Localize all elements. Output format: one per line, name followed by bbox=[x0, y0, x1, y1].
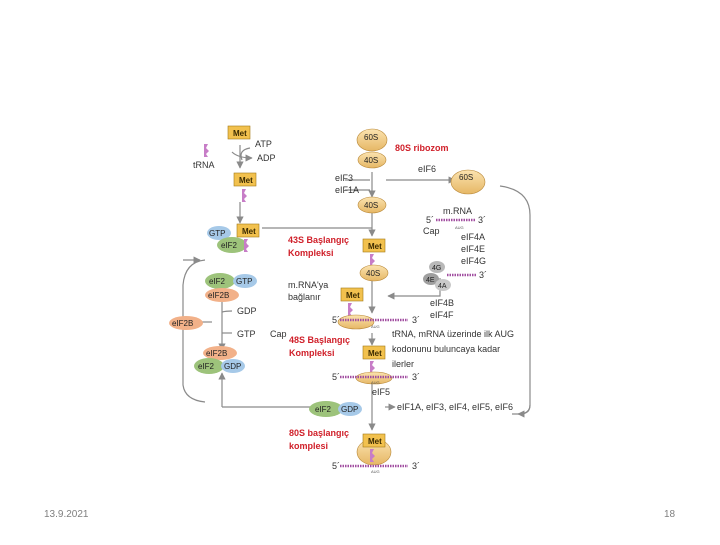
eif1a-label: eIF1A bbox=[335, 185, 359, 195]
eif2-gdp-eif2b-complex: eIF2B eIF2 GDP bbox=[194, 346, 245, 374]
svg-text:eIF2: eIF2 bbox=[315, 405, 332, 414]
trna-label: tRNA bbox=[193, 160, 215, 170]
c43s-label-2: Kompleksi bbox=[288, 248, 334, 258]
svg-text:eIF2: eIF2 bbox=[221, 241, 238, 250]
svg-text:Met: Met bbox=[346, 291, 360, 300]
svg-text:40S: 40S bbox=[366, 269, 380, 278]
svg-text:3´: 3´ bbox=[412, 372, 420, 382]
svg-text:5´: 5´ bbox=[332, 315, 340, 325]
svg-text:AUG: AUG bbox=[371, 324, 380, 329]
c43s-label-1: 43S Başlangıç bbox=[288, 235, 349, 245]
eif5-label: eIF5 bbox=[372, 387, 390, 397]
scan-text-3: ilerler bbox=[392, 359, 414, 369]
svg-text:eIF2B: eIF2B bbox=[172, 319, 193, 328]
c80s-label-2: komplesi bbox=[289, 441, 328, 451]
svg-text:4E: 4E bbox=[426, 277, 435, 284]
svg-text:5´: 5´ bbox=[332, 372, 340, 382]
svg-text:AUG: AUG bbox=[371, 380, 380, 385]
svg-text:3´: 3´ bbox=[479, 270, 487, 280]
svg-text:40S: 40S bbox=[364, 201, 378, 210]
svg-text:60S: 60S bbox=[459, 173, 473, 182]
eif6-label: eIF6 bbox=[418, 164, 436, 174]
complex-43s: Met 40S bbox=[359, 238, 389, 282]
eif4e-label: eIF4E bbox=[461, 244, 485, 254]
gdp-label-mid: GDP bbox=[237, 306, 257, 316]
svg-text:Met: Met bbox=[368, 437, 382, 446]
footer-date: 13.9.2021 bbox=[44, 509, 89, 520]
eif4-complex: 4G 4E 4A 3´ bbox=[423, 261, 487, 291]
svg-text:Met: Met bbox=[239, 176, 253, 185]
mrna-strand-top: 5´ 3´ AUG bbox=[426, 215, 486, 230]
svg-text:eIF2: eIF2 bbox=[198, 362, 215, 371]
svg-text:GDP: GDP bbox=[224, 362, 241, 371]
svg-text:3´: 3´ bbox=[412, 315, 420, 325]
mrna-bind-label-2: bağlanır bbox=[288, 292, 321, 302]
eif4a-label: eIF4A bbox=[461, 232, 485, 242]
mrna-bind-label-1: m.RNA'ya bbox=[288, 280, 328, 290]
c48s-label-1: 48S Başlangıç bbox=[289, 335, 350, 345]
ribosome-40s-free: 40S bbox=[357, 196, 387, 214]
svg-text:Met: Met bbox=[368, 242, 382, 251]
svg-text:GTP: GTP bbox=[236, 277, 252, 286]
eif4g-label: eIF4G bbox=[461, 256, 486, 266]
svg-text:Met: Met bbox=[233, 129, 247, 138]
released-factors-label: eIF1A, eIF3, eIF4, eIF5, eIF6 bbox=[397, 402, 513, 412]
met-box-top: Met bbox=[227, 125, 251, 140]
complex-48s: Met 5´ 3´ AUG bbox=[332, 287, 420, 330]
svg-text:40S: 40S bbox=[364, 156, 378, 165]
ternary-complex: GTP eIF2 Met bbox=[207, 223, 260, 253]
cap-label-mid: Cap bbox=[270, 329, 287, 339]
svg-text:GTP: GTP bbox=[209, 229, 225, 238]
ribosome-80s-top: 60S 40S bbox=[356, 128, 388, 169]
eif4f-label: eIF4F bbox=[430, 310, 454, 320]
svg-text:5´: 5´ bbox=[332, 461, 340, 471]
eif4b-label: eIF4B bbox=[430, 298, 454, 308]
svg-text:Met: Met bbox=[368, 349, 382, 358]
eif3-label: eIF3 bbox=[335, 173, 353, 183]
svg-text:3´: 3´ bbox=[412, 461, 420, 471]
svg-text:60S: 60S bbox=[364, 133, 378, 142]
met-trna: Met bbox=[233, 172, 257, 202]
svg-text:GDP: GDP bbox=[341, 405, 358, 414]
svg-text:Met: Met bbox=[242, 227, 256, 236]
svg-text:eIF2B: eIF2B bbox=[206, 349, 227, 358]
svg-text:AUG: AUG bbox=[371, 469, 380, 474]
svg-text:3´: 3´ bbox=[478, 215, 486, 225]
gtp-label-mid: GTP bbox=[237, 329, 256, 339]
cap-label-top: Cap bbox=[423, 226, 440, 236]
eif2b-left: eIF2B bbox=[169, 316, 203, 330]
c48s-label-2: Kompleksi bbox=[289, 348, 335, 358]
ribosome-80s-label: 80S ribozom bbox=[395, 143, 449, 153]
footer-page-number: 18 bbox=[664, 509, 676, 520]
svg-text:AUG: AUG bbox=[455, 225, 464, 230]
svg-text:eIF2: eIF2 bbox=[209, 277, 226, 286]
ribosome-60s-right: 60S bbox=[450, 169, 486, 195]
svg-text:eIF2B: eIF2B bbox=[208, 291, 229, 300]
complex-80s-init: Met 5´ 3´ AUG bbox=[332, 433, 420, 474]
eif2-gdp-release: eIF2 GDP bbox=[309, 401, 362, 417]
trna-icon bbox=[204, 144, 209, 157]
complex-scanning: Met 5´ 3´ AUG bbox=[332, 345, 420, 385]
scan-text-2: kodonunu buluncaya kadar bbox=[392, 344, 500, 354]
scan-text-1: tRNA, mRNA üzerinde ilk AUG bbox=[392, 329, 514, 339]
adp-label: ADP bbox=[257, 153, 276, 163]
eif2-gtp-eif2b-complex: eIF2 GTP eIF2B bbox=[205, 273, 257, 302]
mrna-label: m.RNA bbox=[443, 206, 472, 216]
svg-text:5´: 5´ bbox=[426, 215, 434, 225]
c80s-label-1: 80S başlangıç bbox=[289, 428, 349, 438]
svg-text:4A: 4A bbox=[438, 283, 447, 290]
atp-label: ATP bbox=[255, 139, 272, 149]
svg-text:4G: 4G bbox=[432, 265, 441, 272]
